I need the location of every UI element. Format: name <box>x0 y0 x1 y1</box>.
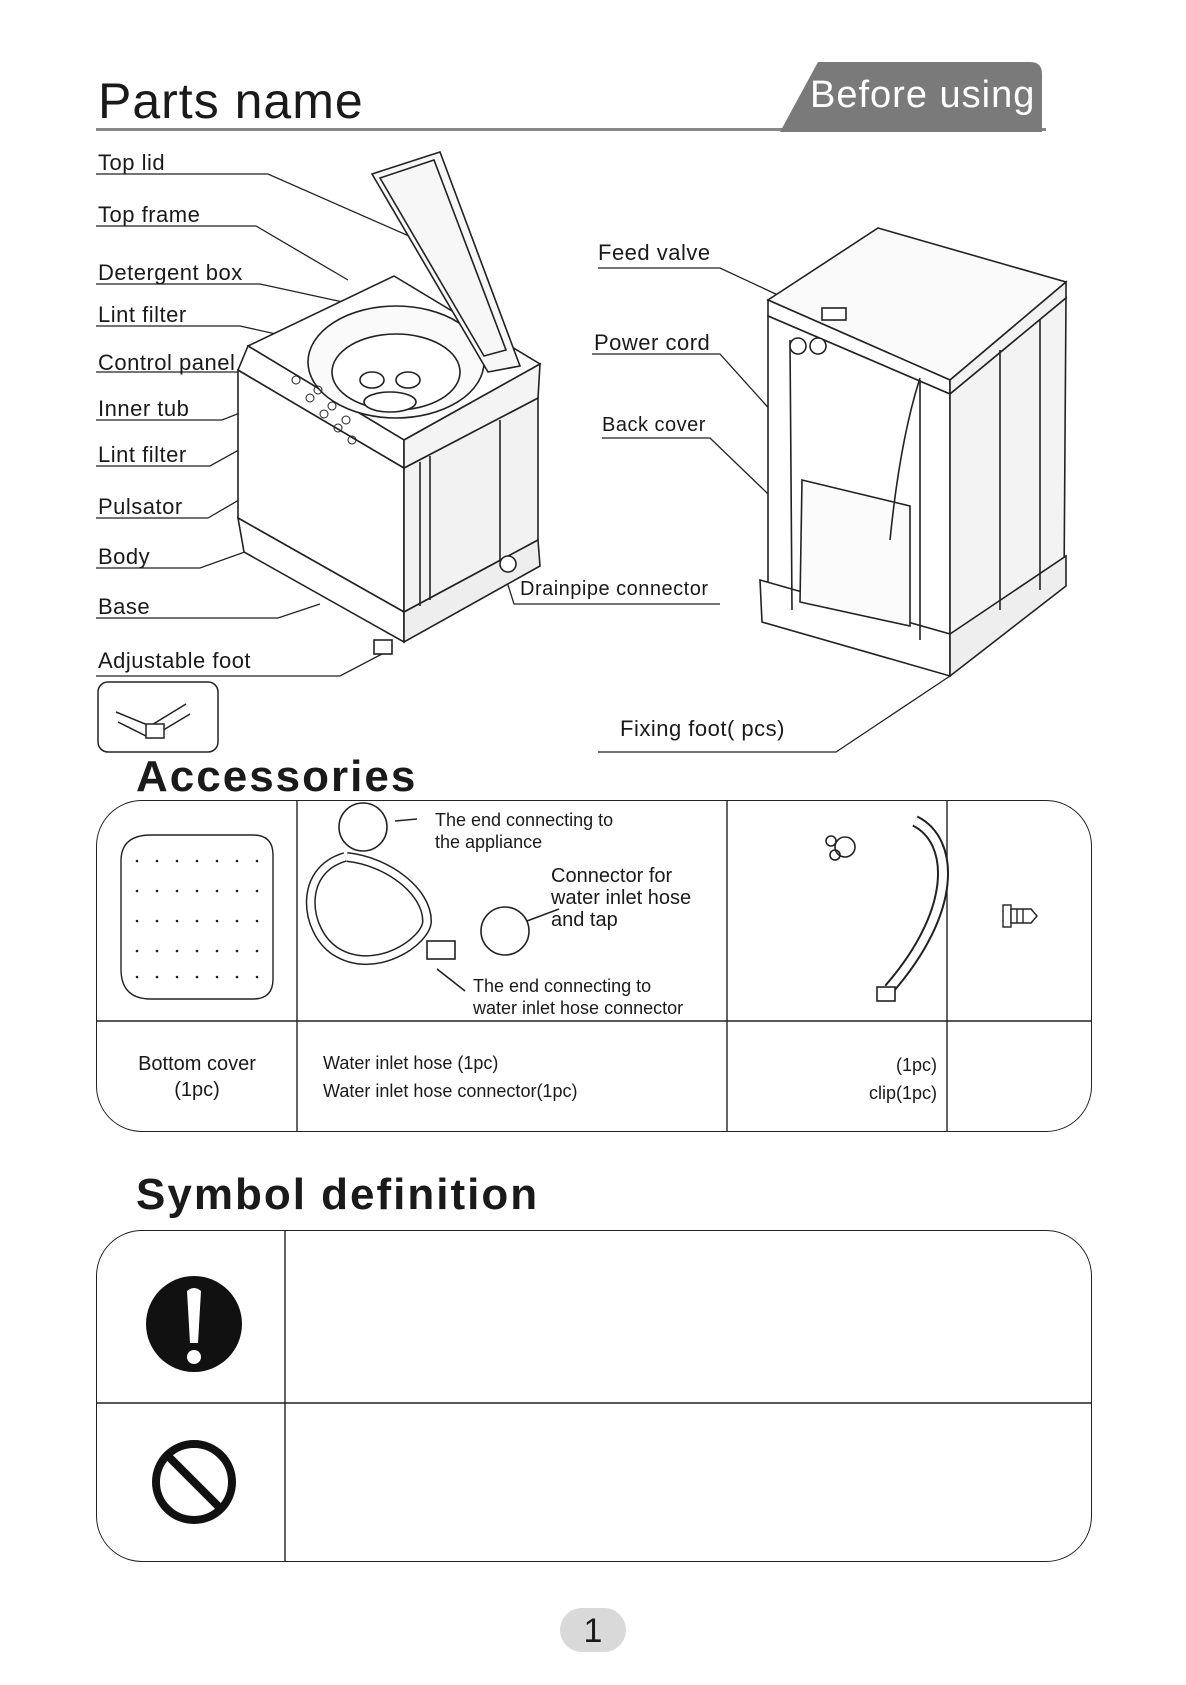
accessories-grid <box>97 801 1091 1131</box>
label-power-cord: Power cord <box>594 330 711 355</box>
callout-appliance-end: The end connecting to the appliance <box>435 810 614 852</box>
label-pulsator: Pulsator <box>98 494 183 519</box>
page-number-badge: 1 <box>560 1608 626 1652</box>
section-tab-shape <box>780 62 1042 132</box>
page-number: 1 <box>583 1612 603 1650</box>
inlet-hose-illustration <box>305 802 560 992</box>
screw-illustration <box>1002 904 1038 928</box>
control-panel-dots <box>291 375 357 445</box>
washer-front-illustration <box>236 151 542 655</box>
page-title: Parts name <box>98 73 364 129</box>
prohibited-icon <box>152 1440 236 1524</box>
section-tab: Before using <box>780 62 1042 132</box>
label-control-panel: Control panel <box>98 350 236 375</box>
caption-bottom-cover: Bottom cover (1pc) <box>138 1053 256 1101</box>
label-lint-filter-lower: Lint filter <box>98 442 187 467</box>
bottom-cover-illustration <box>120 834 274 1000</box>
label-body: Body <box>98 544 151 569</box>
accessories-table: The end connecting to the appliance Conn… <box>96 800 1092 1132</box>
label-top-frame: Top frame <box>98 202 201 227</box>
label-inner-tub: Inner tub <box>98 396 190 421</box>
callout-hose-end: The end connecting to water inlet hose c… <box>473 976 684 1018</box>
mandatory-exclamation-icon <box>146 1276 242 1372</box>
symbols-title: Symbol definition <box>136 1170 540 1219</box>
label-base: Base <box>98 594 151 619</box>
label-adjustable-foot: Adjustable foot <box>98 648 252 673</box>
label-feed-valve: Feed valve <box>598 240 711 265</box>
adjustable-foot-inset <box>97 681 219 753</box>
callout-tap-connector: Connector for water inlet hose and tap <box>551 865 692 931</box>
accessories-title: Accessories <box>136 752 418 801</box>
drain-hose-illustration <box>825 815 949 1002</box>
washer-back-illustration <box>759 227 1068 678</box>
caption-inlet-hose: Water inlet hose (1pc) Water inlet hose … <box>323 1053 578 1101</box>
label-back-cover: Back cover <box>602 414 706 436</box>
symbols-table <box>96 1230 1092 1562</box>
label-lint-filter-upper: Lint filter <box>98 302 187 327</box>
section-tab-label: Before using <box>810 74 1036 116</box>
bottom-cover-holes <box>135 859 259 979</box>
label-drainpipe-connector: Drainpipe connector <box>520 578 709 600</box>
caption-drain-hose: (1pc) clip(1pc) <box>868 1055 937 1103</box>
label-top-lid: Top lid <box>98 150 166 175</box>
title-rule <box>96 128 1046 131</box>
label-fixing-foot: Fixing foot( pcs) <box>620 716 785 741</box>
label-detergent-box: Detergent box <box>98 260 243 285</box>
symbols-grid <box>97 1231 1091 1561</box>
parts-diagram <box>96 151 1068 753</box>
